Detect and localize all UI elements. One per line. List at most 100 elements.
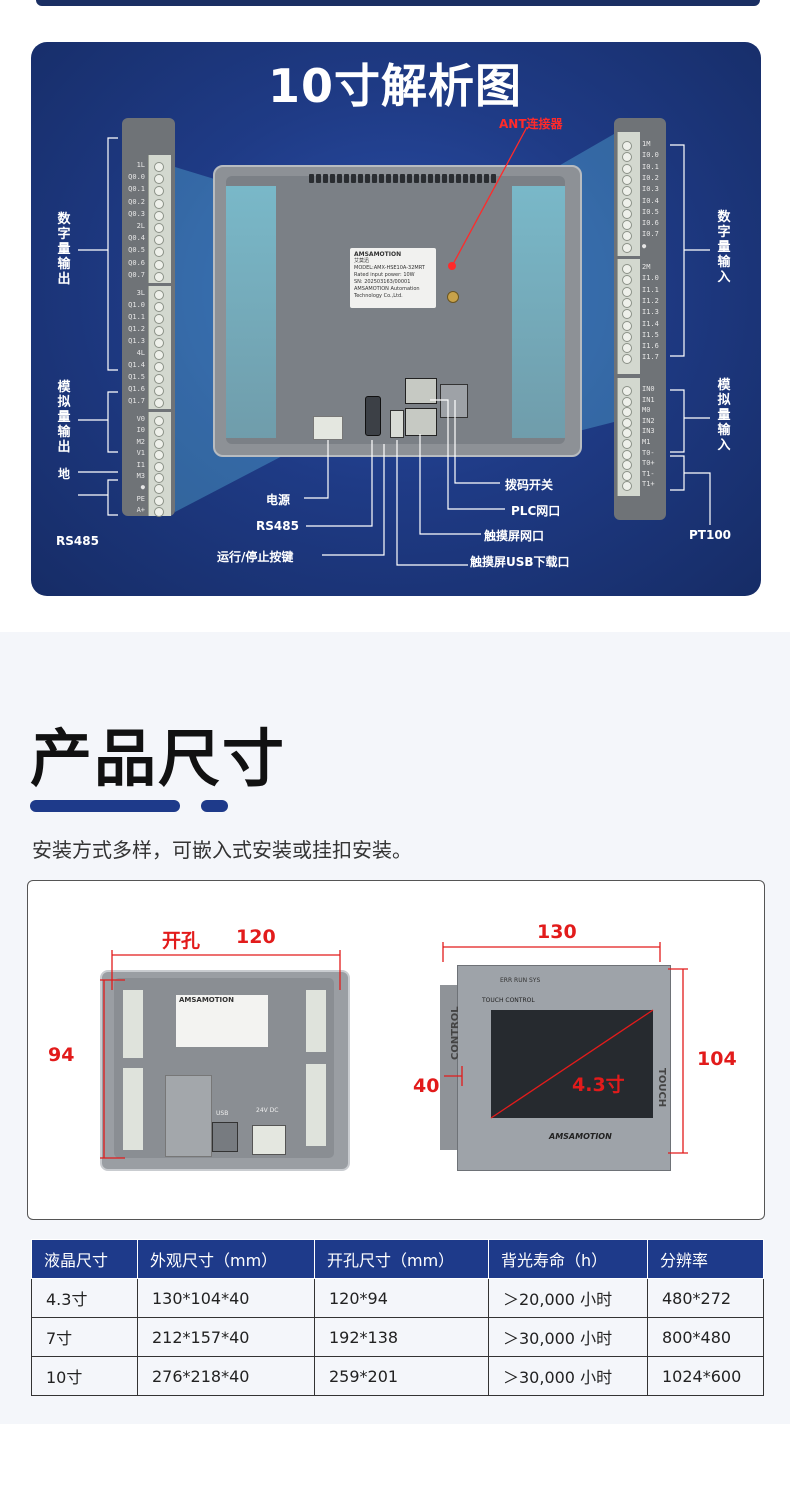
terminal-screw <box>622 242 632 253</box>
table-header: 开孔尺寸（mm） <box>314 1239 489 1279</box>
small-cover <box>165 1075 212 1157</box>
label-analog-output: 模拟量输出 <box>57 380 71 455</box>
vent-slot <box>435 174 440 183</box>
small-usb-label: USB <box>216 1110 229 1117</box>
terminal-screw <box>622 163 632 174</box>
panel-title: 10寸解析图 <box>267 59 522 113</box>
terminal-pin-label: 2M <box>642 263 651 271</box>
terminal-pin-label: IN0 <box>642 385 655 393</box>
vent-slot <box>414 174 419 183</box>
terminal-pin-label: M2 <box>136 437 145 446</box>
terminal-pin-label: ● <box>140 483 145 492</box>
terminal-screw <box>622 417 632 428</box>
terminal-screw <box>622 297 632 308</box>
label-left-rs485: RS485 <box>56 534 99 548</box>
terminal-pin-label: M1 <box>642 438 651 446</box>
vent-slot <box>344 174 349 183</box>
vent-slot <box>449 174 454 183</box>
vent-slot <box>428 174 433 183</box>
vent-slot <box>407 174 412 183</box>
vent-slot <box>393 174 398 183</box>
terminal-pin-label: 2L <box>136 222 145 230</box>
terminal-pin-label: V0 <box>136 415 145 423</box>
terminal-screw <box>154 438 164 449</box>
table-row: 10寸 276*218*40 259*201 ＞30,000 小时 1024*6… <box>31 1356 764 1396</box>
title-underline-long <box>30 800 180 812</box>
outer-height: 104 <box>697 1048 737 1070</box>
terminal-pin-label: Q0.5 <box>128 246 145 255</box>
vent-slot <box>309 174 314 183</box>
terminal-screw <box>154 290 164 300</box>
plate-brand-cn: 艾莫迅 <box>354 258 370 264</box>
table-cell: 130*104*40 <box>137 1278 315 1318</box>
screen-size: 4.3寸 <box>572 1074 625 1096</box>
callout-run-stop: 运行/停止按键 <box>217 550 294 564</box>
vent-slot <box>351 174 356 183</box>
ant-connector <box>447 291 459 303</box>
vent-slot <box>379 174 384 183</box>
vent-slot <box>463 174 468 183</box>
callout-power: 电源 <box>266 493 291 507</box>
terminal-screw <box>622 220 632 231</box>
terminal-screw <box>622 275 632 286</box>
small-left-terminal <box>123 990 143 1058</box>
label-pt100: PT100 <box>689 528 732 542</box>
front-leds: ERR RUN SYS <box>500 977 541 984</box>
front-brand: AMSAMOTION <box>549 1132 612 1141</box>
terminal-pin-label: I0.3 <box>642 185 659 194</box>
vent-slot <box>365 174 370 183</box>
plate-company: AMSAMOTION Automation Technology Co.,Ltd… <box>354 286 420 299</box>
terminal-screw <box>622 449 632 460</box>
vent-slot <box>386 174 391 183</box>
vent-slot <box>330 174 335 183</box>
terminal-screw <box>622 141 632 151</box>
table-cell: 4.3寸 <box>31 1278 138 1318</box>
terminal-pin-label: Q1.2 <box>128 325 145 333</box>
ant-pointer-line <box>451 126 528 267</box>
terminal-screw <box>154 374 164 384</box>
terminal-pin-label: Q0.4 <box>128 234 145 243</box>
callout-dip-switch: 拨码开关 <box>505 478 554 492</box>
terminal-pin-label: Q1.7 <box>128 397 145 405</box>
terminal-pin-label: Q1.1 <box>128 313 145 321</box>
table-header: 背光寿命（h） <box>488 1239 648 1279</box>
ant-label: ANT连接器 <box>499 117 563 131</box>
terminal-screw <box>622 470 632 481</box>
top-banner-edge <box>36 0 760 6</box>
terminal-pin-label: 3L <box>136 289 145 297</box>
table-header: 外观尺寸（mm） <box>137 1239 315 1279</box>
vent-slot <box>323 174 328 183</box>
vent-slot <box>484 174 489 183</box>
cutout-width: 120 <box>236 926 276 948</box>
terminal-screw <box>622 396 632 407</box>
terminal-pin-label: Q1.5 <box>128 373 145 381</box>
terminal-pin-label: I1.6 <box>642 342 659 351</box>
table-cell: 1024*600 <box>647 1356 764 1396</box>
terminal-screw <box>154 186 164 197</box>
terminal-pin-label: I0.7 <box>642 230 659 239</box>
terminal-screw <box>622 460 632 471</box>
small-label-plate: AMSAMOTION <box>176 995 268 1047</box>
callout-plc-port: PLC网口 <box>511 504 561 518</box>
table-cell: ＞20,000 小时 <box>488 1278 648 1318</box>
table-cell: 259*201 <box>314 1356 489 1396</box>
terminal-pin-label: M0 <box>642 406 651 415</box>
terminal-pin-label: PE <box>136 494 145 503</box>
terminal-pin-label: I1 <box>136 460 145 469</box>
terminal-pin-label: IN3 <box>642 427 655 436</box>
label-digital-output: 数字量输出 <box>57 212 71 287</box>
small-power-connector <box>252 1125 286 1155</box>
table-cell: ＞30,000 小时 <box>488 1356 648 1396</box>
terminal-pin-label: T0+ <box>642 459 655 468</box>
terminal-pin-label: T1- <box>642 469 655 478</box>
callout-lines <box>78 137 711 566</box>
terminal-pin-label: Q0.2 <box>128 197 145 206</box>
cutout-height: 94 <box>48 1044 75 1066</box>
table-header: 液晶尺寸 <box>31 1239 138 1279</box>
terminal-screw <box>154 450 164 461</box>
label-analog-input: 模拟量输入 <box>717 378 731 453</box>
run-stop-switch <box>390 410 404 438</box>
section-title: 产品尺寸 <box>30 722 287 795</box>
terminal-pin-label: V1 <box>136 449 145 458</box>
terminal-screw <box>622 309 632 320</box>
